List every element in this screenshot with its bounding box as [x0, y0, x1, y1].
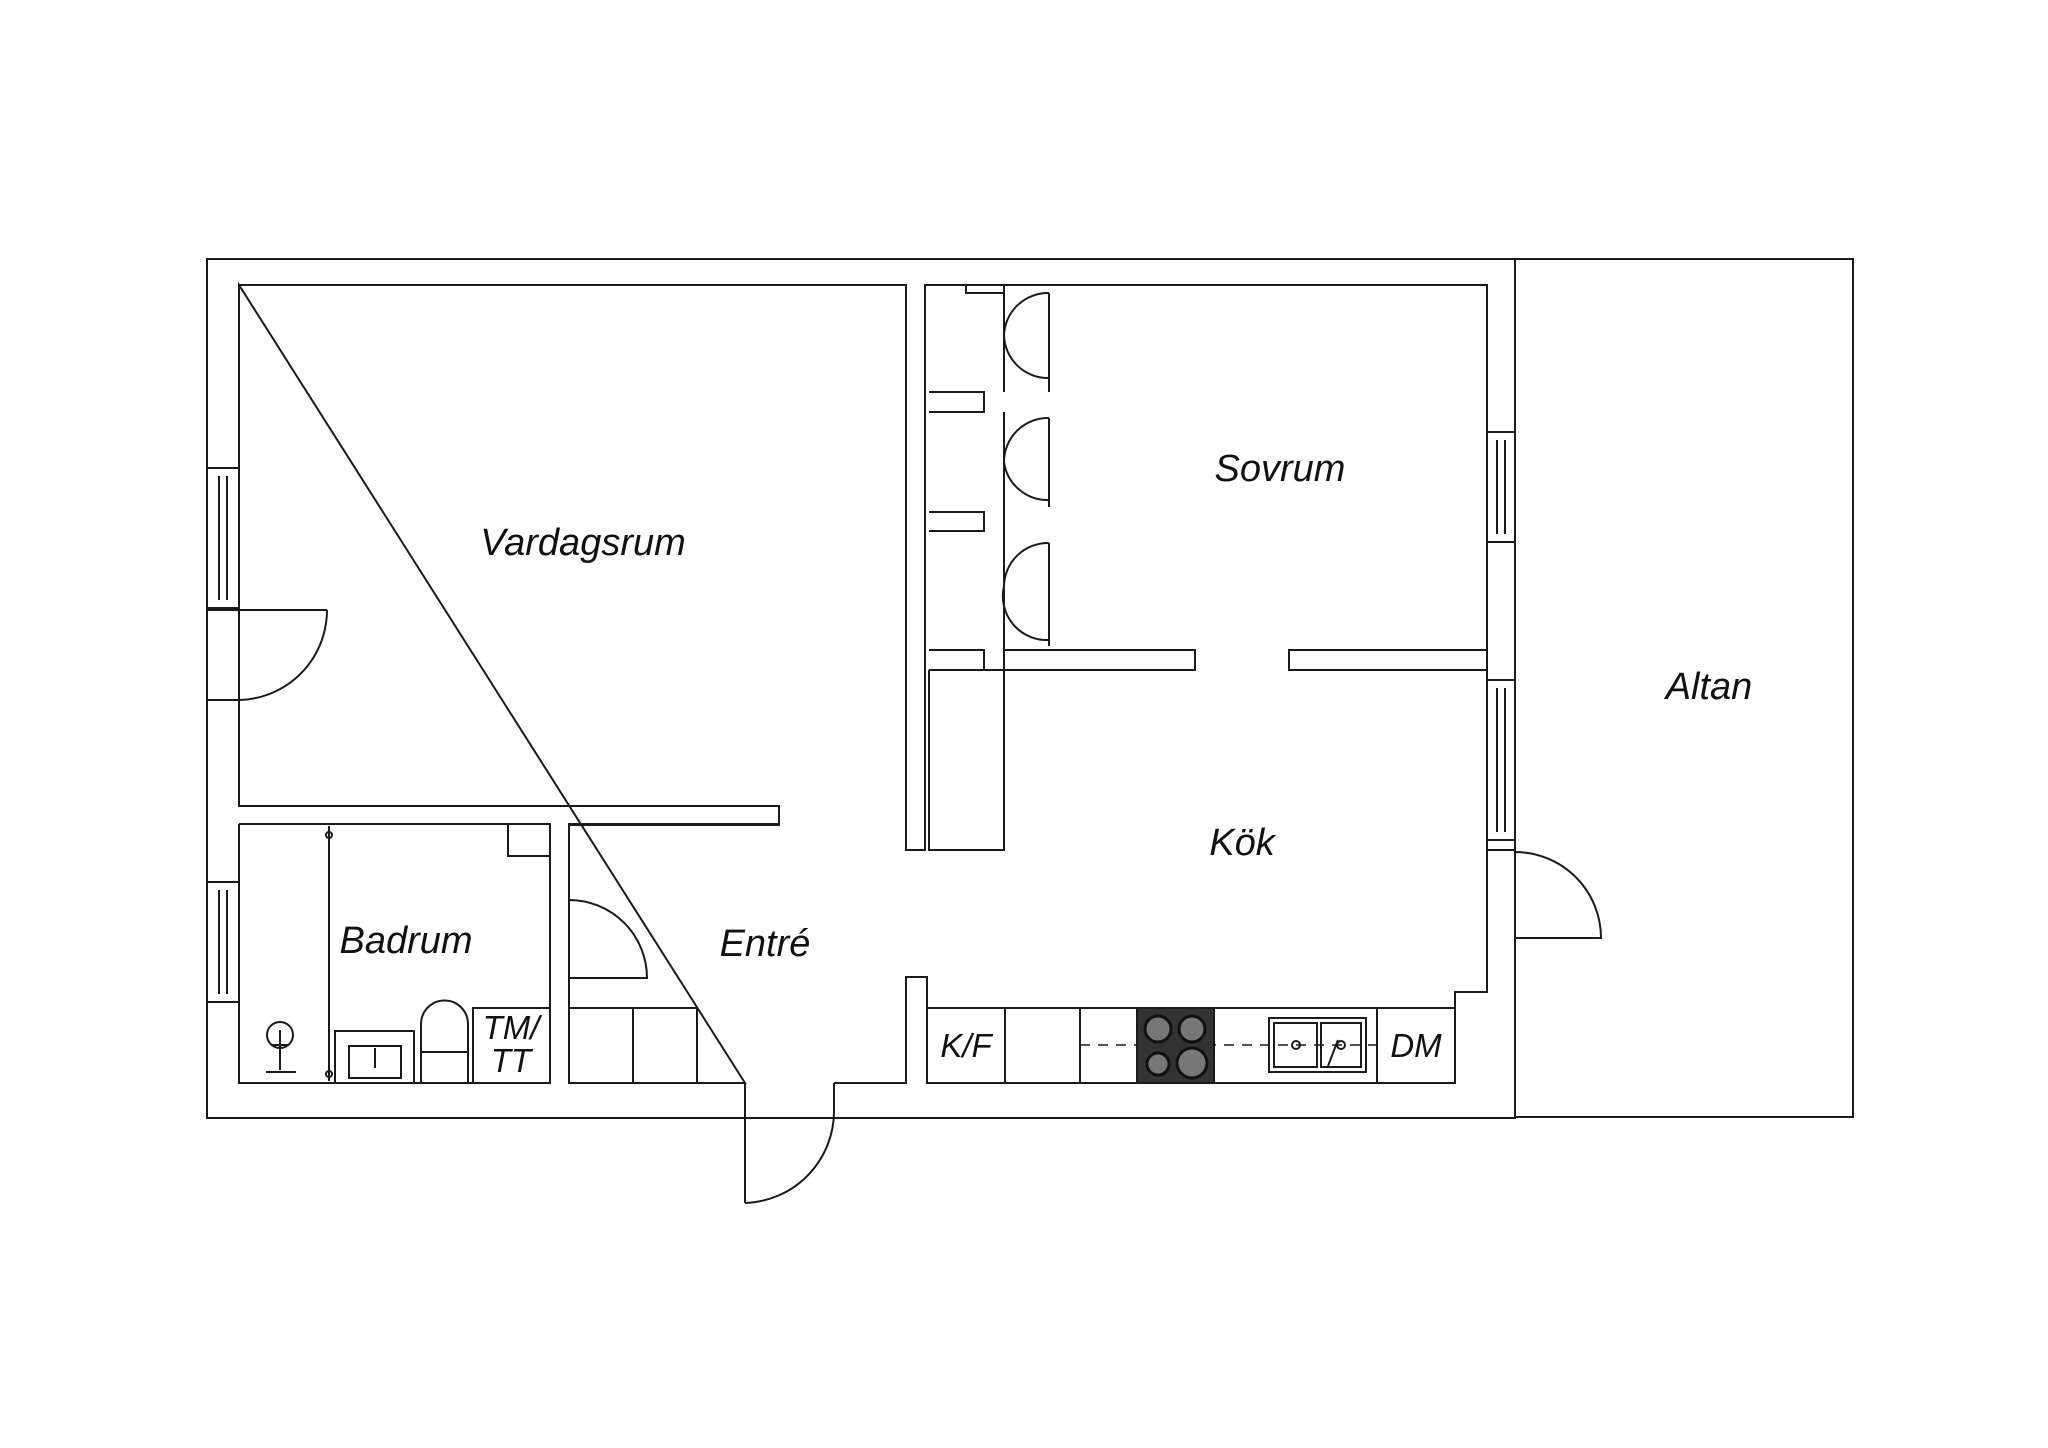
wardrobe-door-2 [1003, 416, 1050, 507]
bedroom-kitchen-wall [1004, 649, 1488, 671]
room-label-entre: Entré [720, 923, 811, 965]
dishwasher-label: DM [1390, 1027, 1442, 1064]
washer-dryer-label-line1: TM/ [483, 1009, 543, 1046]
shower-icon [266, 1021, 296, 1073]
toilet-icon [420, 999, 469, 1084]
altan-door [1514, 851, 1603, 939]
kitchen-counter: K/F DM [926, 1007, 1456, 1084]
room-label-altan: Altan [1664, 666, 1753, 708]
stove-icon [1136, 1007, 1215, 1084]
interior-wall-outline [238, 281, 1515, 1084]
bathroom-window [206, 881, 240, 1003]
kitchen-sink-icon [1268, 1017, 1367, 1073]
living-room-window [206, 467, 240, 609]
bathroom-door [568, 899, 649, 979]
living-room-door [207, 609, 328, 701]
wardrobe-door-3 [1003, 541, 1050, 646]
room-label-badrum: Badrum [339, 920, 472, 962]
washer-dryer-label-line2: TT [491, 1042, 534, 1079]
bathroom: TM/ TT [266, 824, 551, 1084]
fridge-freezer-label: K/F [940, 1027, 993, 1064]
room-label-sovrum: Sovrum [1215, 448, 1346, 490]
kitchen-window [1486, 679, 1516, 841]
building-outline [206, 258, 1516, 1119]
bedroom-window [1486, 431, 1516, 543]
room-label-kok: Kök [1209, 822, 1276, 864]
room-label-vardagsrum: Vardagsrum [480, 522, 686, 564]
washer-dryer-box [472, 1007, 551, 1084]
entrance-door [744, 1083, 836, 1204]
wardrobe-door-1 [1003, 291, 1050, 392]
wardrobes [928, 284, 1196, 851]
entry-storage [568, 1007, 698, 1084]
sink-icon [334, 1030, 415, 1084]
